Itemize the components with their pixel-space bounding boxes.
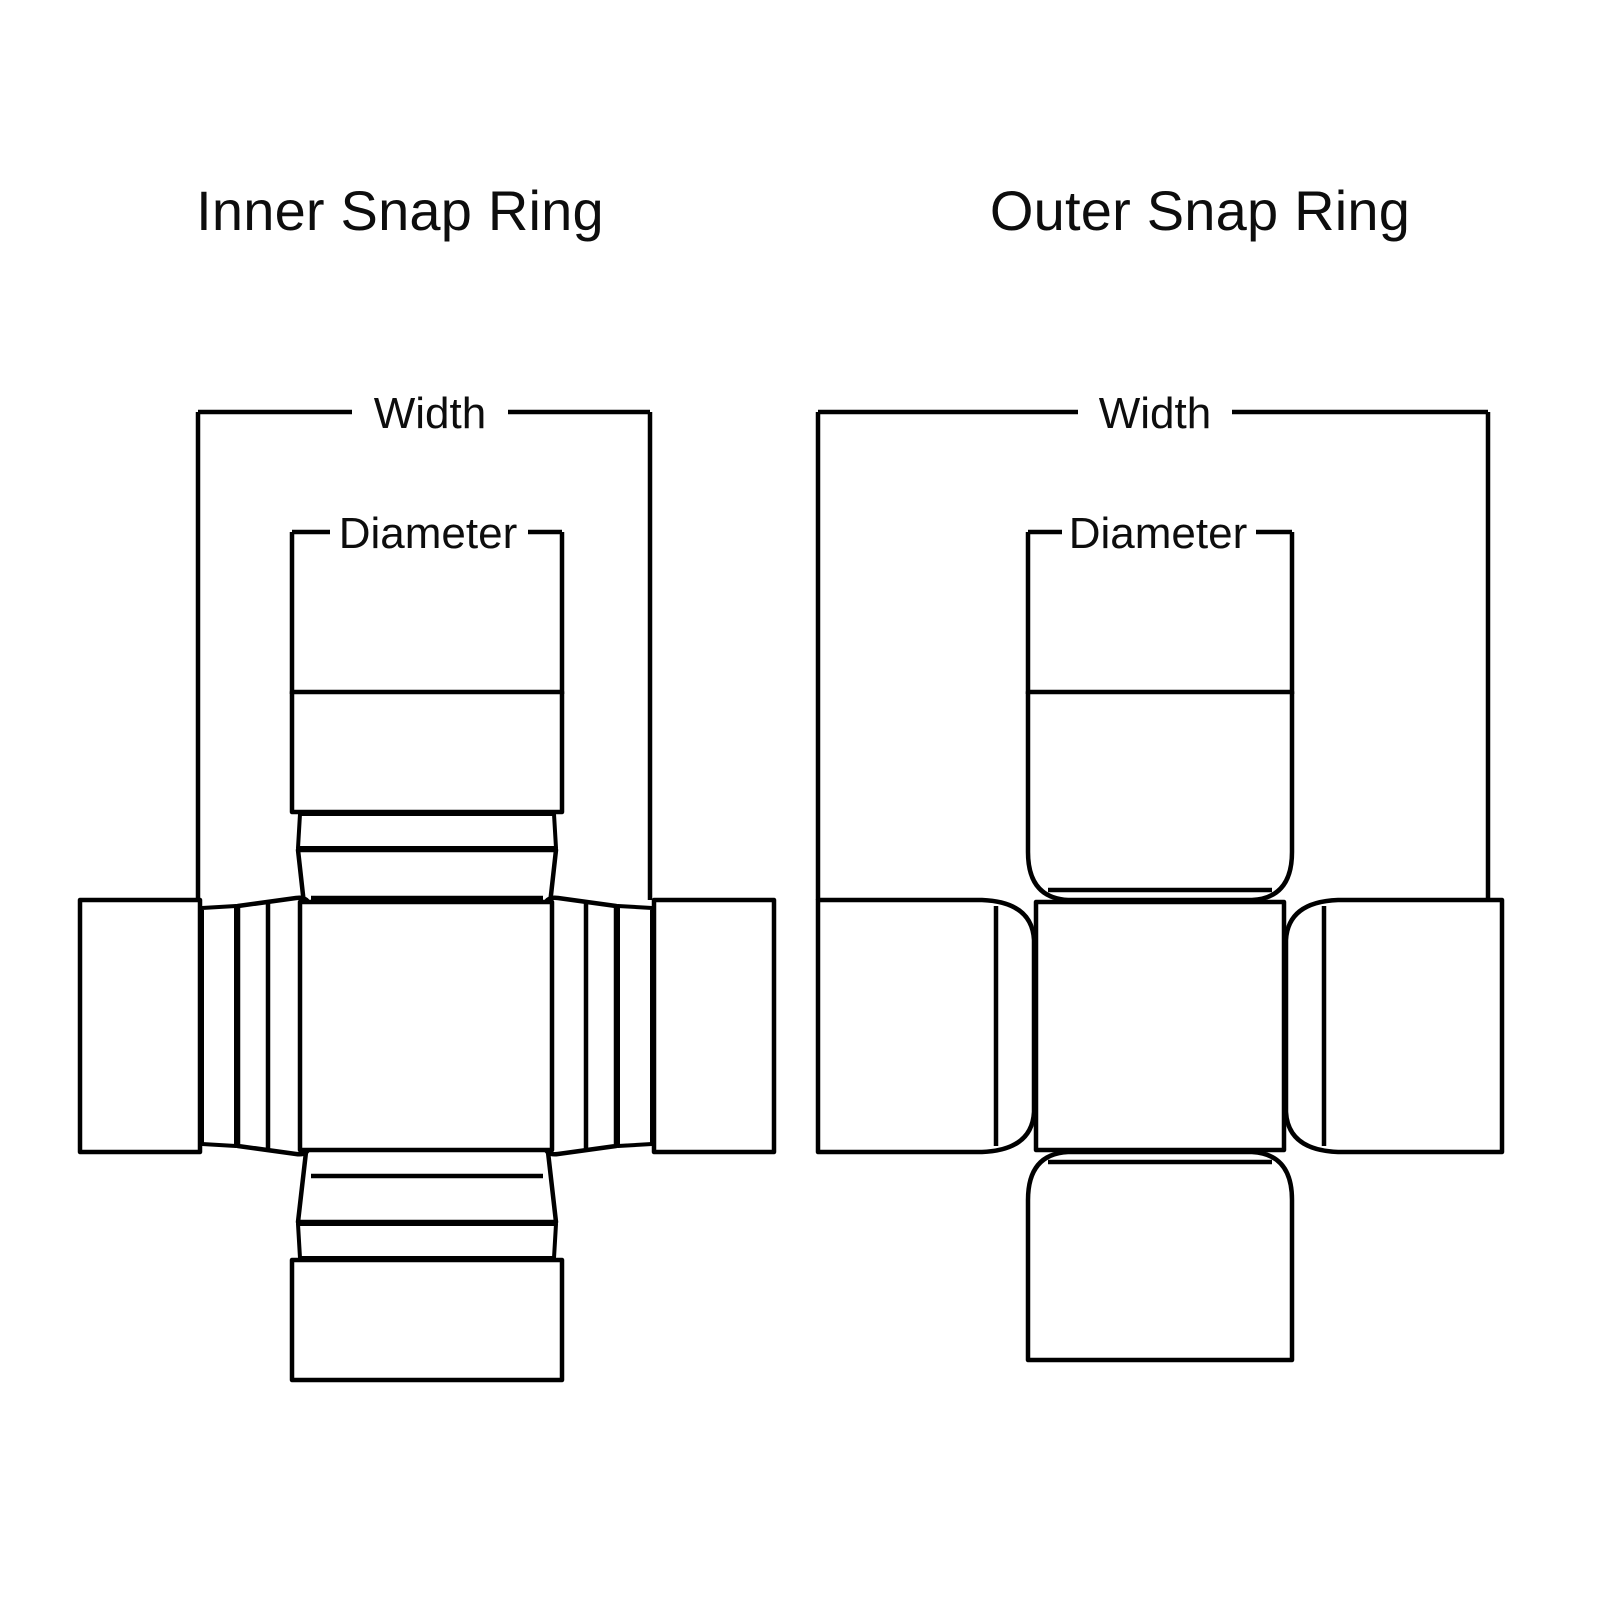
bearing-cap-bottom	[1025, 1149, 1295, 1363]
diameter-dimension-inner: Diameter	[289, 509, 565, 694]
left-arm-outer	[815, 897, 1037, 1155]
panel-inner-snap-ring: Inner Snap Ring Width Diameter	[77, 179, 777, 1383]
right-arm-inner	[541, 895, 777, 1157]
width-dimension-outer: Width	[815, 389, 1491, 900]
panel-outer-snap-ring: Outer Snap Ring Width Diameter	[800, 0, 1600, 1600]
top-arm-inner	[289, 689, 565, 939]
diameter-dimension-label: Diameter	[339, 509, 518, 558]
snap-ring-groove-right	[616, 904, 654, 1148]
universal-joint-cross-inner	[297, 899, 555, 1153]
right-arm-outer	[1283, 897, 1505, 1155]
width-dimension-label: Width	[1099, 389, 1211, 438]
trunnion-right	[541, 895, 619, 1157]
width-dimension-inner: Width	[195, 389, 653, 900]
panel-title-inner-snap-ring: Inner Snap Ring	[196, 179, 604, 242]
bearing-cap-top	[289, 689, 565, 815]
diameter-dimension-outer: Diameter	[1025, 509, 1295, 694]
snap-ring-groove-bottom	[296, 1222, 558, 1260]
left-arm-inner	[77, 895, 313, 1157]
snap-ring-groove-left	[200, 904, 238, 1148]
bearing-cap-bottom	[289, 1257, 565, 1383]
bearing-cap-left	[815, 897, 1037, 1155]
top-arm-outer	[1025, 689, 1295, 903]
bottom-arm-outer	[1025, 1149, 1295, 1363]
panel-title-outer-snap-ring: Outer Snap Ring	[989, 179, 1411, 242]
bearing-cap-right	[651, 897, 777, 1155]
snap-ring-groove-top	[296, 812, 558, 850]
bottom-arm-inner	[289, 1135, 565, 1383]
bearing-cap-top	[1025, 689, 1295, 903]
bearing-cap-right	[1283, 897, 1505, 1155]
outer-snap-ring-drawing: Width Diameter	[815, 389, 1505, 1363]
diameter-dimension-label: Diameter	[1069, 509, 1248, 558]
universal-joint-cross-outer	[1033, 899, 1287, 1153]
inner-snap-ring-drawing: Width Diameter	[77, 389, 777, 1383]
bearing-cap-left	[77, 897, 203, 1155]
width-dimension-label: Width	[374, 389, 486, 438]
